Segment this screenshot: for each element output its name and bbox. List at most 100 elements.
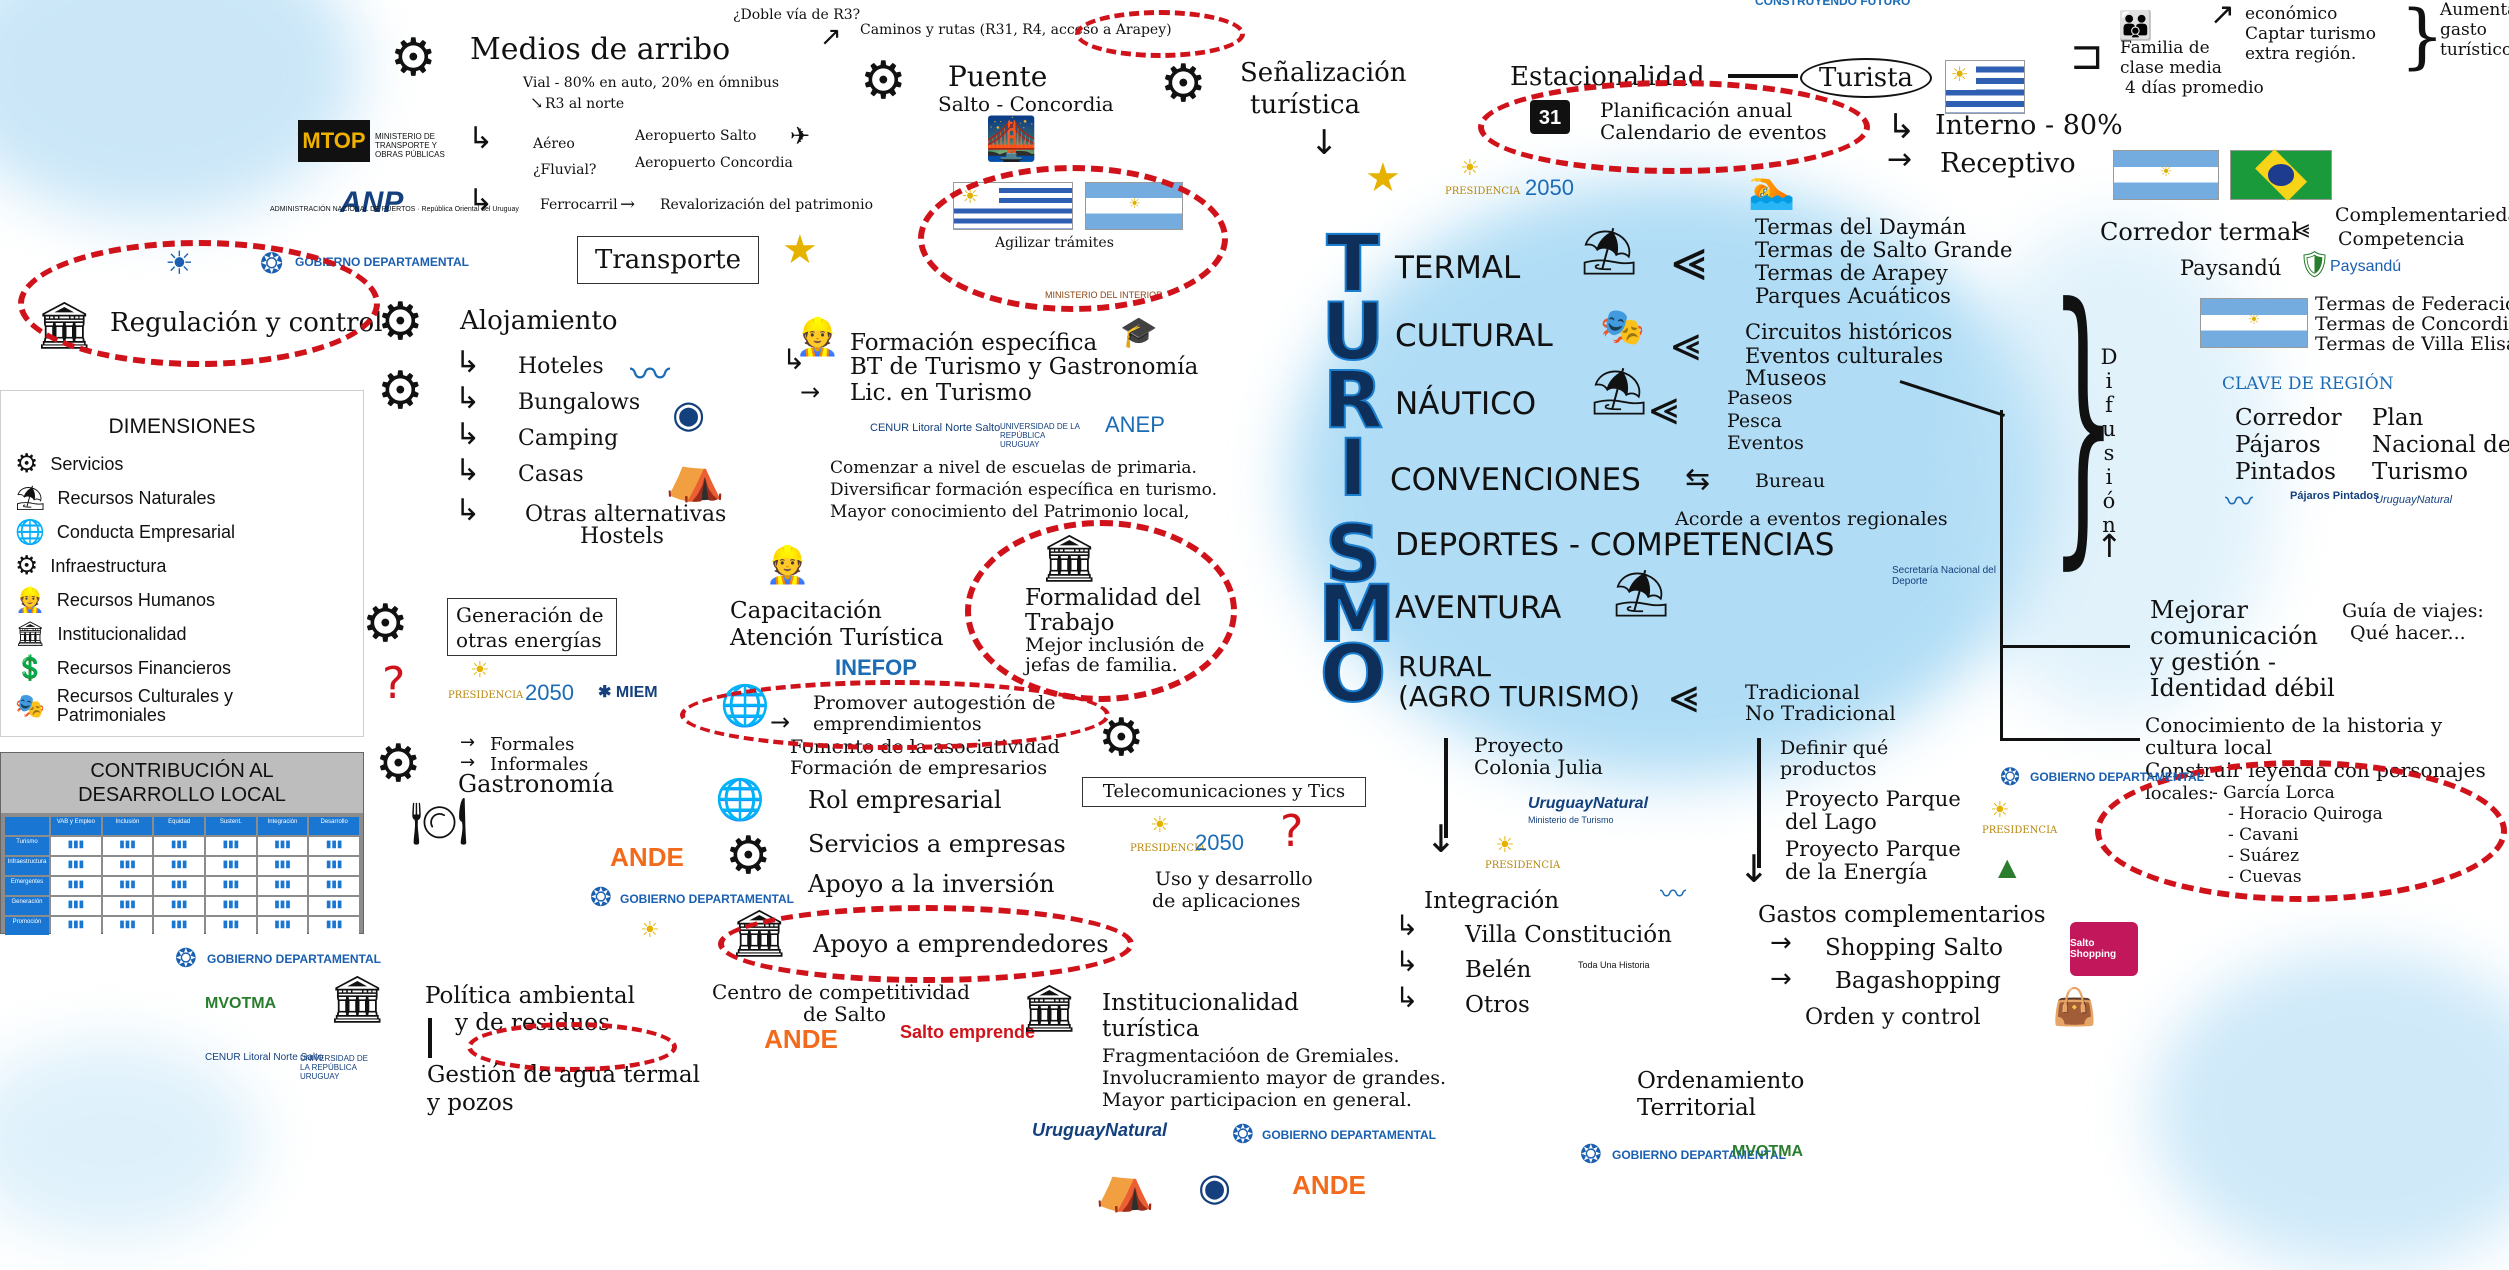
water-splash-top-left — [0, 0, 360, 220]
camping-logo-icon: ⛺ — [1095, 1158, 1155, 1214]
inefop-logo: INEFOP — [835, 655, 917, 680]
contribucion-title-line: CONTRIBUCIÓN AL — [90, 760, 274, 782]
umbrella-icon: ⛱ — [1590, 364, 1649, 418]
grid-cell: ▮▮▮ — [309, 837, 359, 855]
colonia-line: Colonia Julia — [1474, 755, 1603, 779]
grid-cell: ▮▮▮ — [51, 877, 101, 895]
presidencia-logo-text: PRESIDENCIA — [1445, 186, 1521, 197]
termas-item: Termas de Federación — [2315, 293, 2509, 315]
ande-logo: ANDE — [1292, 1169, 1366, 1200]
grid-row-header: Turismo — [5, 837, 49, 855]
category-agro: (AGRO TURISMO) — [1398, 680, 1640, 713]
water-splash-bottom-left — [0, 1040, 260, 1240]
corredor-pajaros-line: Pintados — [2235, 459, 2336, 485]
ande-logo: ANDE — [610, 841, 684, 872]
competencia-text: Competencia — [2338, 228, 2465, 250]
dimension-label: Conducta Empresarial — [56, 521, 235, 542]
arrow-icon: ↳ — [468, 183, 494, 218]
swimmer-icon: 🏊 — [1748, 167, 1796, 211]
branch-arrow-icon: ⪡ — [1650, 378, 1679, 436]
camping-text: Camping — [518, 426, 619, 451]
highlight-oval — [18, 240, 380, 367]
grid-column-header: Integración — [257, 817, 308, 835]
camping-logo-icon: ⛺ — [665, 448, 725, 504]
termal-item: Parques Acuáticos — [1755, 284, 1951, 308]
arrow-icon: → — [1887, 142, 1913, 177]
arrow-icon: → — [620, 194, 636, 215]
shopping-bag-icon: 👜 — [2052, 987, 2097, 1028]
parque-lago-line: del Lago — [1785, 810, 1877, 834]
ordenamiento-line: Territorial — [1637, 1095, 1757, 1121]
uruguay-natural-logo: UruguayNatural — [1528, 795, 1649, 812]
gear-icon: ⚙ — [1160, 54, 1207, 114]
family-icon: 👪 — [2118, 9, 2153, 42]
familia-line: clase media — [2120, 58, 2222, 78]
arrow-icon: → — [460, 732, 476, 753]
difusion-letter: D — [2100, 345, 2118, 369]
udelar-logo: UNIVERSIDAD DE LA REPÚBLICA URUGUAY — [1000, 422, 1080, 449]
plan-nacional-line: Turismo — [2372, 459, 2468, 485]
branch-arrow-icon: ⪡ — [2295, 214, 2310, 244]
grid-column-header: Sustent. — [206, 817, 256, 835]
grid-cell: ▮▮▮ — [309, 917, 359, 935]
gear-icon: ⚙ — [362, 594, 409, 654]
grid-column-header: Desarrollo — [309, 817, 359, 835]
gastronomia-text: Gastronomía — [458, 770, 615, 798]
dimension-label: Recursos Naturales — [57, 487, 216, 508]
presidencia-logo-text: PRESIDENCIA — [1485, 860, 1561, 871]
turismo-letter: M — [1317, 569, 1397, 661]
nautico-item: Paseos — [1727, 387, 1793, 409]
worker-icon: 👷 — [765, 545, 810, 586]
divider-line — [428, 1018, 432, 1058]
brace-icon: } — [2050, 245, 2117, 594]
puente-title: Puente — [948, 60, 1048, 93]
grid-cell: ▮▮▮ — [309, 857, 359, 875]
belen-text: Belén — [1465, 957, 1532, 983]
medios-arribo-title: Medios de arribo — [470, 32, 731, 67]
plan-nacional-line: Plan — [2372, 405, 2424, 431]
gear-icon: ⚙ — [375, 734, 422, 794]
uso-line: Uso y desarrollo — [1155, 868, 1313, 890]
difusion-letter: ó — [2102, 489, 2116, 513]
dimension-row: 💲Recursos Financieros — [15, 651, 363, 685]
gear-icon: ⚙ — [1098, 708, 1145, 768]
aumentar-line: turístico. — [2440, 40, 2509, 60]
comenzar-line: Diversificar formación específica en tur… — [830, 480, 1218, 500]
branch-arrow-icon: ⇆ — [1685, 462, 1711, 497]
formales-text: Formales — [490, 734, 575, 755]
gobierno-logo-text: GOBIERNO DEPARTAMENTAL — [2030, 770, 2204, 784]
salto-emprende-logo: Salto emprende — [900, 1022, 1036, 1042]
gobierno-logo-text: GOBIERNO DEPARTAMENTAL — [207, 952, 381, 966]
alojamiento-title: Alojamiento — [460, 306, 618, 336]
connector-line — [2000, 738, 2140, 741]
apoyo-inversion-text: Apoyo a la inversión — [808, 870, 1055, 898]
familia-line: Familia de — [2120, 38, 2210, 58]
mejorar-line: y gestión - — [2150, 648, 2277, 676]
promover-line: Formación de empresarios — [790, 757, 1048, 779]
difusion-letter: s — [2103, 441, 2115, 465]
category-convenciones: CONVENCIONES — [1390, 462, 1641, 498]
comenzar-line: Comenzar a nivel de escuelas de primaria… — [830, 458, 1197, 478]
uruguay-flag-icon — [1945, 60, 2025, 114]
grid-column-header: VAB y Empleo — [51, 817, 101, 835]
water-splash-bottom-right — [2150, 950, 2509, 1270]
acorde-text: Acorde a eventos regionales — [1675, 508, 1948, 530]
gear-icon: ⚙ — [377, 361, 424, 421]
dimension-label: Recursos Humanos — [56, 589, 215, 610]
bridge-icon: 🌉 — [985, 114, 1038, 163]
vial-text: Vial - 80% en auto, 20% en ómnibus — [523, 75, 780, 91]
grid-cell: ▮▮▮ — [206, 857, 256, 875]
capacitacion-line: Atención Turística — [730, 625, 944, 651]
arrow-icon: ↳ — [455, 381, 481, 416]
ferrocarril-text: Ferrocarril — [540, 197, 618, 213]
generacion-line: otras energías — [456, 628, 602, 652]
anp-logo: ANP — [340, 186, 404, 219]
termal-item: Termas de Arapey — [1755, 261, 1948, 285]
grid-cell: ▮▮▮ — [102, 897, 153, 915]
villa-text: Villa Constitución — [1465, 922, 1672, 948]
miem-logo: ✱ MIEM — [598, 682, 658, 702]
arrow-icon: ↳ — [468, 121, 494, 156]
economico-text: económico — [2245, 4, 2338, 24]
generacion-line: Generación de — [456, 603, 604, 627]
